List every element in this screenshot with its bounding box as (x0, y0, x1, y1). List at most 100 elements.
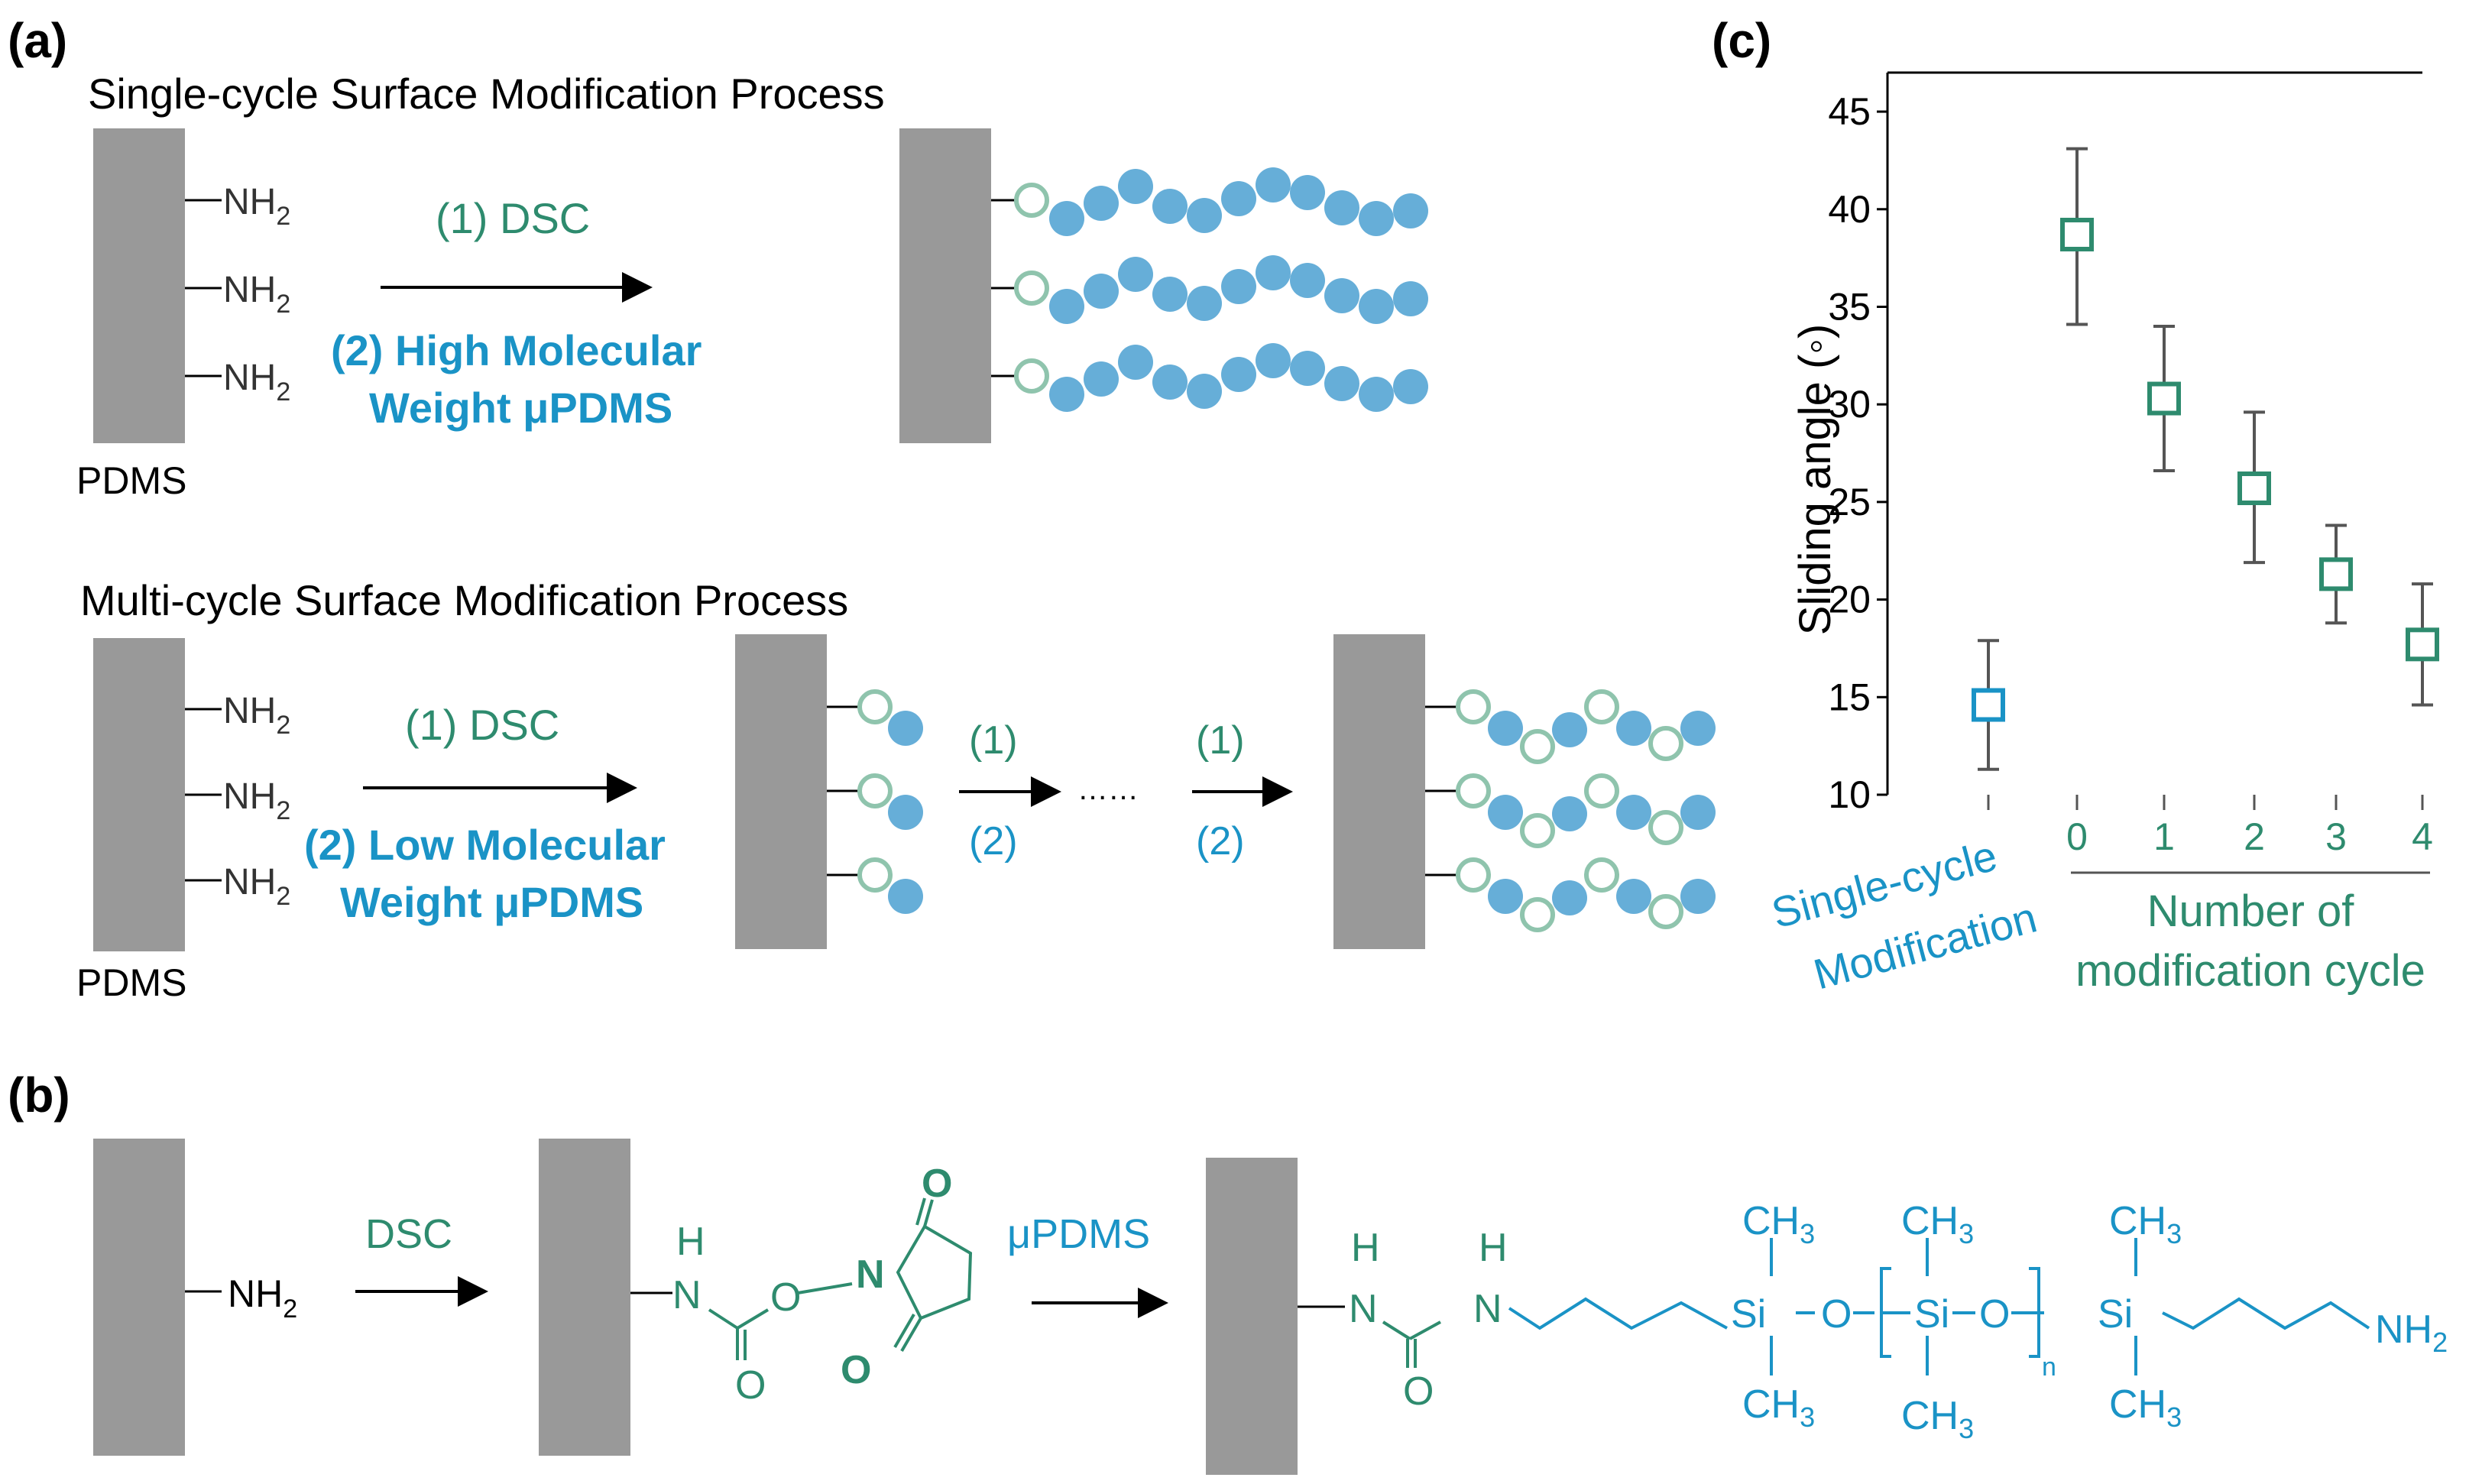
y-tick-label: 20 (1828, 578, 1871, 621)
step2-reagent-line2: Weight μPDMS (340, 878, 643, 926)
filled-bead-icon (1256, 343, 1291, 378)
panel-a: (a) Single-cycle Surface Modification Pr… (8, 13, 1716, 1004)
open-bead-icon (1520, 897, 1555, 932)
open-bead-icon (1456, 857, 1491, 893)
final-substrate (1333, 634, 1425, 949)
y-tick-label: 35 (1828, 285, 1871, 328)
open-bead-icon (1648, 894, 1683, 929)
filled-bead-icon (1152, 365, 1188, 400)
x-tick-label: 2 (2244, 815, 2265, 858)
x-tick-label: 1 (2153, 815, 2175, 858)
svg-text:O: O (735, 1363, 766, 1408)
filled-bead-icon (1290, 351, 1325, 386)
data-point-marker (2319, 557, 2353, 591)
svg-text:O: O (922, 1162, 952, 1206)
filled-bead-icon (1084, 186, 1119, 221)
svg-text:O: O (841, 1348, 871, 1392)
panel-b-label: (b) (8, 1068, 70, 1123)
filled-bead-icon (1616, 795, 1651, 830)
amine-group: NH2 (223, 862, 290, 911)
repeat-step1: (1) (1196, 718, 1245, 763)
filled-bead-icon (1118, 257, 1153, 292)
alternating-chains (1425, 689, 1716, 932)
svg-text:N: N (1349, 1287, 1378, 1331)
step1-reagent: (1) DSC (436, 194, 590, 242)
y-tick-label: 10 (1828, 773, 1871, 816)
product-substrate (1206, 1158, 1298, 1475)
step2-reagent-line1: (2) Low Molecular (304, 821, 666, 869)
svg-text:O: O (1403, 1369, 1434, 1414)
filled-bead-icon (1152, 189, 1188, 224)
filled-bead-icon (1552, 712, 1587, 747)
single-cycle-process: Single-cycle Surface Modification Proces… (76, 70, 1428, 502)
urea-linkage (1298, 1305, 1441, 1368)
step2-reagent-line2: Weight μPDMS (369, 384, 672, 432)
x-tick-label: 0 (2066, 815, 2088, 858)
svg-text:H: H (676, 1220, 705, 1264)
filled-bead-icon (1324, 190, 1359, 225)
svg-text:CH3: CH3 (1901, 1394, 1974, 1444)
pdms-substrate (93, 128, 185, 443)
data-point-marker (2060, 217, 2094, 251)
x-axis-title-line1: Number of (2147, 886, 2355, 936)
x-tick-label: 3 (2325, 815, 2347, 858)
nhs-carbonate-atoms: H N O O N O O (672, 1162, 952, 1408)
filled-bead-icon (888, 711, 923, 746)
open-bead-icon (857, 857, 893, 893)
open-bead-icon (857, 689, 893, 724)
intermediate-substrate (735, 634, 827, 949)
data-point-marker (2237, 471, 2271, 506)
reagent-dsc: DSC (365, 1211, 452, 1257)
svg-text:O: O (770, 1275, 801, 1320)
svg-text:Si: Si (2098, 1292, 2133, 1337)
filled-bead-icon (1221, 269, 1256, 304)
filled-bead-icon (1359, 201, 1394, 236)
filled-bead-icon (1393, 369, 1428, 404)
data-point-marker (1972, 688, 2005, 722)
filled-bead-icon (888, 795, 923, 830)
filled-bead-icon (1290, 175, 1325, 210)
pdms-substrate (93, 638, 185, 951)
svg-text:NH2: NH2 (2375, 1307, 2448, 1358)
y-axis-title: Sliding angle (◦) (1790, 324, 1840, 635)
siloxane-chain (1508, 1238, 2370, 1375)
open-bead-icon (1584, 689, 1619, 724)
svg-text:H: H (1351, 1226, 1380, 1270)
polymer-brushes (991, 167, 1428, 412)
modified-substrate (899, 128, 991, 443)
filled-bead-icon (1359, 377, 1394, 412)
panel-b: (b) NH2 DSC H N O O N O O (8, 1068, 2448, 1475)
filled-bead-icon (1049, 289, 1084, 324)
filled-bead-icon (1552, 880, 1587, 915)
svg-text:H: H (1479, 1226, 1508, 1270)
filled-bead-icon (1256, 167, 1291, 203)
filled-bead-icon (1118, 345, 1153, 380)
filled-bead-icon (1221, 181, 1256, 216)
open-bead-icon (1014, 358, 1049, 394)
filled-bead-icon (1084, 274, 1119, 309)
svg-text:n: n (2042, 1353, 2056, 1382)
amine-group: NH2 (223, 182, 290, 231)
filled-bead-icon (1118, 169, 1153, 204)
x-axis-title-line2: modification cycle (2075, 946, 2425, 996)
multi-cycle-title: Multi-cycle Surface Modification Process (80, 576, 848, 624)
svg-text:N: N (856, 1252, 885, 1297)
x-tick-label: 4 (2412, 815, 2433, 858)
data-point-marker (2147, 381, 2181, 416)
open-bead-icon (1584, 773, 1619, 808)
filled-bead-icon (1393, 193, 1428, 228)
svg-text:Si: Si (1914, 1292, 1949, 1337)
filled-bead-icon (1221, 357, 1256, 392)
svg-text:O: O (1979, 1292, 2010, 1337)
filled-bead-icon (1680, 711, 1716, 746)
short-chains (827, 689, 923, 914)
y-tick-label: 45 (1828, 90, 1871, 133)
svg-text:CH3: CH3 (1901, 1199, 1974, 1249)
open-bead-icon (1648, 726, 1683, 761)
filled-bead-icon (1324, 278, 1359, 313)
filled-bead-icon (1616, 711, 1651, 746)
multi-cycle-process: Multi-cycle Surface Modification Process… (76, 576, 1716, 1004)
